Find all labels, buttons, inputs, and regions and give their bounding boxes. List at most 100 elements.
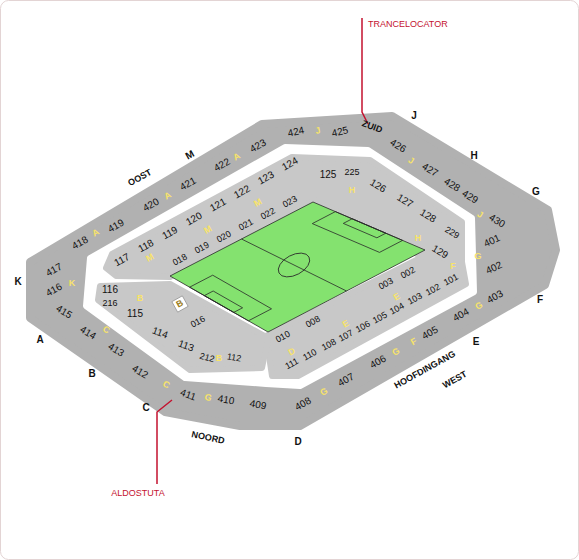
- section-number: 113: [177, 339, 195, 354]
- block-letter: H: [415, 234, 422, 243]
- stand-name: OOST: [127, 168, 154, 188]
- section-number: 022: [259, 206, 277, 221]
- section-number: 129: [430, 243, 449, 260]
- section-number: 409: [249, 399, 267, 412]
- upper-tier: [30, 116, 556, 426]
- block-letter: B: [216, 354, 223, 363]
- section-number: 110: [302, 348, 319, 363]
- block-letter: G: [474, 300, 484, 311]
- section-number: 418: [70, 235, 89, 252]
- section-number: 122: [232, 184, 251, 201]
- section-number: 019: [193, 240, 211, 255]
- section-number: 111: [284, 357, 300, 372]
- goal-box: [343, 219, 386, 238]
- section-number: 121: [208, 197, 227, 214]
- section-number: 406: [368, 354, 387, 371]
- section-number: 120: [184, 211, 203, 228]
- section-number: 424: [287, 125, 305, 138]
- block-letter: F: [450, 262, 456, 271]
- section-number: 126: [368, 177, 387, 194]
- block-letter: M: [253, 197, 264, 209]
- block-letter: K: [69, 279, 76, 288]
- section-number: 427: [420, 161, 439, 178]
- section-number: 401: [482, 233, 501, 249]
- section-number: 023: [281, 194, 299, 209]
- section-number: 124: [280, 156, 299, 173]
- block-letter: D: [287, 346, 297, 357]
- block-box: [172, 296, 188, 312]
- gate-letter: G: [532, 187, 540, 197]
- block-letter: B: [175, 298, 185, 309]
- section-number: 107: [337, 328, 355, 343]
- section-number: 003: [377, 276, 395, 291]
- section-number: 417: [44, 262, 63, 279]
- section-number: 128: [418, 207, 437, 224]
- section-number: 020: [215, 229, 233, 244]
- section-number: 415: [54, 303, 73, 320]
- halfway-line: [242, 239, 347, 291]
- section-number: 405: [420, 325, 439, 342]
- leader-line: [362, 18, 368, 124]
- section-number: 002: [399, 265, 417, 280]
- gate-letter: C: [142, 403, 149, 413]
- block-letter: A: [163, 190, 173, 201]
- section-number: 407: [336, 372, 355, 389]
- penalty-box: [312, 212, 402, 253]
- block-letter: A: [232, 151, 242, 162]
- section-number: 412: [130, 363, 149, 380]
- section-number: 018: [171, 252, 189, 267]
- section-number: 021: [237, 217, 255, 232]
- stand-name: NOORD: [191, 430, 226, 446]
- section-number: 428: [442, 176, 461, 193]
- section-number: 115: [127, 309, 143, 319]
- section-number: 229: [443, 225, 461, 240]
- section-number: 114: [151, 326, 169, 341]
- block-letter: J: [476, 210, 485, 220]
- pitch: [170, 202, 425, 332]
- section-number: 119: [161, 225, 180, 241]
- section-number: 422: [212, 157, 231, 174]
- block-letter: G: [474, 252, 481, 261]
- section-number: 123: [256, 170, 275, 187]
- section-number: 410: [217, 394, 235, 407]
- concourse: [86, 147, 474, 386]
- section-number: 118: [137, 238, 156, 254]
- section-number: 429: [460, 188, 479, 205]
- section-number: 106: [354, 319, 372, 334]
- centre-circle: [274, 248, 313, 282]
- callout-label: ALDOSTUTA: [111, 489, 164, 498]
- section-number: 420: [141, 197, 160, 214]
- section-number: 010: [274, 329, 292, 344]
- section-number: 127: [395, 192, 414, 209]
- section-number: 425: [331, 125, 349, 138]
- block-letter: G: [203, 393, 212, 404]
- stand-name: WEST: [441, 370, 468, 390]
- block-letter: C: [161, 379, 171, 390]
- block-letter: G: [319, 386, 329, 397]
- section-number: 403: [485, 289, 504, 306]
- section-number: 125: [320, 170, 337, 180]
- callout-label: TRANCELOCATOR: [368, 20, 448, 29]
- gate-letter: A: [36, 335, 43, 345]
- goal-box: [204, 291, 242, 312]
- block-letter: M: [145, 252, 156, 264]
- section-number: 426: [388, 137, 407, 154]
- block-letter: H: [349, 186, 356, 195]
- section-number: 404: [451, 307, 470, 324]
- section-number: 430: [487, 212, 506, 229]
- section-number: 216: [102, 299, 117, 308]
- stand-name: ZUID: [361, 119, 384, 135]
- section-number: 117: [113, 252, 132, 268]
- section-number: 225: [344, 168, 359, 177]
- section-number: 105: [371, 310, 389, 325]
- block-letter: J: [407, 156, 416, 166]
- gate-letter: H: [470, 151, 477, 161]
- section-number: 419: [106, 218, 125, 235]
- block-letter: G: [391, 346, 401, 357]
- section-number: 416: [44, 282, 63, 299]
- section-number: 104: [388, 301, 406, 316]
- gate-letter: J: [411, 111, 417, 121]
- block-letter: B: [137, 294, 144, 303]
